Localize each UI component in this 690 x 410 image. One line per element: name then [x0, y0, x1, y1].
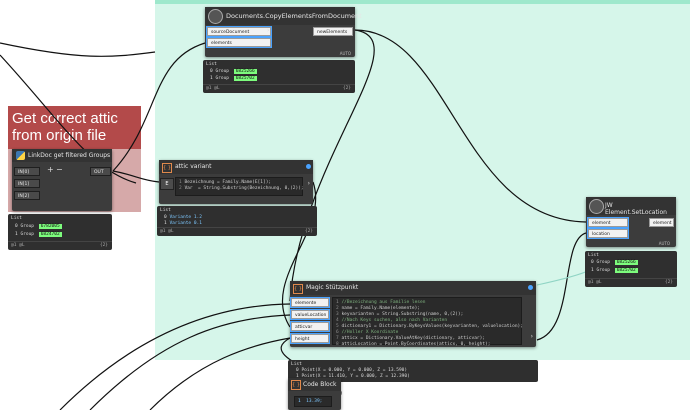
preview-row: 1 Group 6825702	[591, 268, 638, 273]
input-port-in1[interactable]: IN[1]	[14, 179, 40, 188]
code-editor[interactable]: 1 //Bezeichnung aus Familie lesen 2 name…	[332, 297, 523, 347]
output-port-arrow[interactable]: ›	[307, 180, 310, 187]
element-id-value[interactable]: 6825702	[614, 268, 638, 273]
wire-bottom-3	[149, 337, 291, 410]
output-port-out[interactable]: OUT	[90, 167, 111, 176]
wire-left-to-copy	[0, 42, 156, 57]
wire-linkdoc-to-copy	[112, 42, 206, 172]
node-title: Code Block	[303, 381, 337, 388]
selected-indicator-dot	[306, 164, 311, 169]
set-location-node[interactable]: JW Element.SetLocation element location …	[586, 197, 676, 247]
preview-row: 0 Variante 1.2	[164, 215, 202, 220]
preview-row: 1 Point(X = 11.410, Y = 0.000, Z = 12.39…	[296, 374, 410, 379]
copy-elements-preview[interactable]: List 0 Group 6825266 1 Group 6825702 @1 …	[203, 60, 355, 93]
wire-bottom-2	[89, 314, 291, 410]
input-port-location[interactable]: location	[587, 228, 629, 239]
input-port-elemente[interactable]: elemente	[290, 297, 330, 308]
code-block-icon: { }	[291, 380, 301, 390]
chevron-right-icon: ›	[267, 27, 270, 34]
group-header-strip	[155, 0, 690, 4]
wire-copy-to-magic	[289, 29, 375, 302]
element-id-value[interactable]: 6825702	[233, 76, 257, 81]
output-port-newelements[interactable]: newElements	[313, 27, 353, 36]
node-title: Documents.CopyElementsFromDocument	[226, 12, 362, 20]
preview-footer: @1 @L {2}	[585, 278, 677, 287]
package-manager-icon	[589, 199, 604, 214]
input-port-e[interactable]: E	[160, 178, 174, 190]
node-title: attic variant	[175, 163, 212, 170]
wire-copy-to-setlocation	[354, 29, 587, 223]
input-port-in0[interactable]: IN[0]	[14, 167, 40, 176]
input-port-sourcedocument[interactable]: sourceDocument	[206, 26, 272, 37]
element-id-value[interactable]: 6825266	[233, 69, 257, 74]
input-port-atticvar[interactable]: atticvar	[290, 321, 330, 332]
add-port-button[interactable]: +	[47, 165, 54, 174]
preview-header: List	[588, 253, 599, 258]
element-id-value[interactable]: 6782005	[38, 224, 62, 229]
input-port-height[interactable]: height	[290, 333, 330, 344]
preview-row: 0 Group 6782005	[15, 224, 62, 229]
node-title: JW Element.SetLocation	[605, 202, 667, 216]
preview-footer: @1 @L {2}	[203, 84, 355, 93]
selected-indicator-dot	[528, 285, 533, 290]
preview-row: 1 Group 6824702	[15, 232, 62, 237]
preview-header: List	[11, 216, 22, 221]
preview-header: List	[206, 62, 217, 67]
preview-footer: @1 @L {2}	[8, 241, 112, 250]
wire-attic-to-magic	[282, 181, 317, 328]
wire-linkdoc-to-attic	[112, 170, 160, 183]
lacing-label: AUTO	[658, 241, 670, 246]
copy-elements-node[interactable]: Documents.CopyElementsFromDocument sourc…	[205, 7, 362, 57]
package-manager-icon	[208, 9, 223, 24]
code-block-node[interactable]: { } Code Block 1 13.39;	[288, 378, 341, 410]
output-port-arrow[interactable]: ›	[530, 333, 533, 340]
input-port-elements[interactable]: elements	[206, 37, 272, 48]
preview-row: 0 Point(X = 0.000, Y = 0.000, Z = 13.590…	[296, 368, 408, 373]
code-editor[interactable]: 1 Bezeichnung = Family.Name(E[1]); 2 Var…	[175, 177, 304, 196]
input-port-in2[interactable]: IN[2]	[14, 191, 40, 200]
node-title: LinkDoc get filtered Groups	[28, 152, 111, 159]
preview-row: 0 Group 6825266	[210, 69, 257, 74]
preview-row: 1 Group 6825702	[210, 76, 257, 81]
linkdoc-preview[interactable]: List 0 Group 6782005 1 Group 6824702 @1 …	[8, 214, 112, 250]
code-editor[interactable]: 1 13.39;	[294, 396, 332, 407]
code-block-icon: { }	[293, 284, 303, 294]
element-id-value[interactable]: 6824702	[38, 232, 62, 237]
group-title: Get correct attic from origin file	[12, 110, 118, 144]
node-title: Magic Stützpunkt	[306, 284, 359, 291]
attic-variant-preview[interactable]: List 0 Variante 1.2 1 Variante 0.1 @1 @L…	[157, 206, 317, 236]
input-port-valuelocation[interactable]: valueLocation	[290, 309, 330, 320]
preview-footer: @1 @L {2}	[157, 227, 317, 236]
magic-stuetzpunkt-preview[interactable]: List 0 Point(X = 0.000, Y = 0.000, Z = 1…	[288, 360, 538, 382]
input-port-element[interactable]: element	[587, 217, 629, 228]
element-id-value[interactable]: 6825266	[614, 260, 638, 265]
code-block-icon: { }	[162, 163, 172, 173]
wire-magic-to-setlocation	[536, 232, 587, 341]
wire-left-to-linkdoc	[0, 54, 137, 184]
lacing-label: AUTO	[339, 51, 351, 56]
preview-row: 0 Group 6825266	[591, 260, 638, 265]
linkdoc-node[interactable]: LinkDoc get filtered Groups IN[0] IN[1] …	[12, 149, 112, 211]
python-icon	[16, 151, 25, 160]
magic-stuetzpunkt-node[interactable]: { } Magic Stützpunkt elemente valueLocat…	[290, 281, 536, 347]
output-port-element[interactable]: element	[649, 218, 674, 227]
remove-port-button[interactable]: −	[56, 165, 63, 174]
preview-row: 1 Variante 0.1	[164, 221, 202, 226]
set-location-preview[interactable]: List 0 Group 6825266 1 Group 6825702 @1 …	[585, 251, 677, 287]
wire-bottom-1	[59, 303, 291, 410]
attic-variant-node[interactable]: { } attic variant E 1 Bezeichnung = Fami…	[159, 160, 313, 204]
preview-header: List	[160, 208, 171, 213]
preview-header: List	[291, 362, 302, 367]
wire-selection-line	[536, 269, 591, 286]
